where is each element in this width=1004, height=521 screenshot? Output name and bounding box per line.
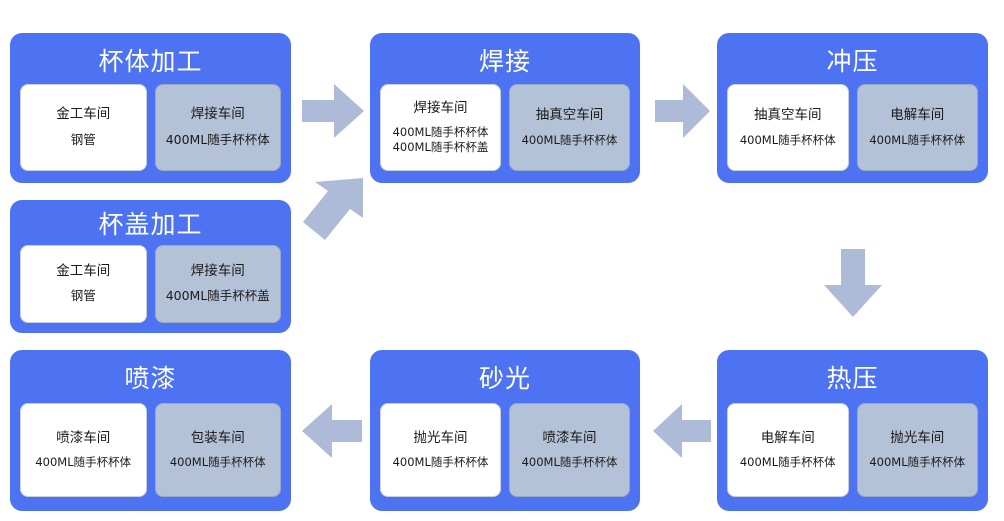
arrow-right-icon (302, 84, 364, 138)
process-node-cup-body-processing[interactable]: 杯体加工 金工车间 钢管 焊接车间 400ML随手杯杯体 (10, 33, 291, 183)
workshop-card[interactable]: 抽真空车间 400ML随手杯杯体 (727, 84, 849, 171)
process-node-welding[interactable]: 焊接 焊接车间 400ML随手杯杯体 400ML随手杯杯盖 抽真空车间 400M… (370, 33, 640, 183)
product-line: 400ML随手杯杯体 (521, 132, 618, 147)
node-card-list: 喷漆车间 400ML随手杯杯体 包装车间 400ML随手杯杯体 (10, 403, 291, 511)
node-card-list: 金工车间 钢管 焊接车间 400ML随手杯杯盖 (10, 245, 291, 333)
workshop-card[interactable]: 喷漆车间 400ML随手杯杯体 (20, 403, 147, 497)
arrow-left-icon (302, 404, 362, 458)
workshop-card[interactable]: 抛光车间 400ML随手杯杯体 (856, 403, 978, 497)
arrow-left-icon (653, 404, 711, 458)
workshop-card[interactable]: 焊接车间 400ML随手杯杯体 400ML随手杯杯盖 (380, 84, 501, 171)
workshop-card[interactable]: 金工车间 钢管 (20, 84, 147, 171)
product-name: 400ML随手杯杯体 (740, 455, 836, 469)
process-node-cup-lid-processing[interactable]: 杯盖加工 金工车间 钢管 焊接车间 400ML随手杯杯盖 (10, 200, 291, 333)
product-name: 400ML随手杯杯体 (393, 455, 489, 469)
product-line: 钢管 (70, 288, 96, 304)
workshop-name: 焊接车间 (190, 106, 245, 123)
workshop-name: 焊接车间 (190, 262, 245, 279)
product-line: 400ML随手杯杯体 (739, 132, 836, 147)
product-name: 钢管 (71, 132, 96, 148)
process-node-spray-painting[interactable]: 喷漆 喷漆车间 400ML随手杯杯体 包装车间 400ML随手杯杯体 (10, 350, 291, 511)
node-title: 冲压 (826, 47, 879, 76)
node-title: 热压 (826, 364, 879, 393)
product-name: 400ML随手杯杯体 (522, 133, 618, 147)
node-card-list: 金工车间 钢管 焊接车间 400ML随手杯杯体 (10, 84, 291, 183)
workshop-card[interactable]: 包装车间 400ML随手杯杯体 (154, 403, 281, 497)
node-card-list: 抽真空车间 400ML随手杯杯体 电解车间 400ML随手杯杯体 (717, 84, 988, 183)
product-line: 400ML随手杯杯体 (392, 455, 489, 470)
product-name: 400ML随手杯杯盖 (166, 288, 270, 304)
product-line: 400ML随手杯杯盖 (165, 288, 270, 304)
product-line: 400ML随手杯杯体 (521, 455, 618, 470)
product-line: 400ML随手杯杯体 (869, 132, 966, 147)
product-name: 400ML随手杯杯体 (740, 133, 836, 147)
product-line: 400ML随手杯杯体 (869, 455, 966, 470)
workshop-name: 焊接车间 (413, 99, 468, 116)
workshop-name: 包装车间 (190, 429, 245, 446)
product-line: 400ML随手杯杯体 (739, 455, 836, 470)
node-title: 杯体加工 (98, 47, 203, 76)
node-title: 喷漆 (124, 364, 177, 393)
workshop-name: 抽真空车间 (535, 107, 604, 124)
workshop-card[interactable]: 抛光车间 400ML随手杯杯体 (380, 403, 501, 497)
product-name: 400ML随手杯杯体 (869, 455, 965, 469)
workshop-card[interactable]: 喷漆车间 400ML随手杯杯体 (509, 403, 630, 497)
workshop-name: 抽真空车间 (754, 107, 822, 124)
process-node-hot-pressing[interactable]: 热压 电解车间 400ML随手杯杯体 抛光车间 400ML随手杯杯体 (717, 350, 988, 511)
workshop-name: 电解车间 (760, 429, 815, 446)
product-line: 400ML随手杯杯体 (165, 131, 270, 147)
node-title: 焊接 (478, 47, 531, 76)
node-title: 杯盖加工 (98, 210, 203, 239)
node-card-list: 电解车间 400ML随手杯杯体 抛光车间 400ML随手杯杯体 (717, 403, 988, 511)
node-card-list: 抛光车间 400ML随手杯杯体 喷漆车间 400ML随手杯杯体 (370, 403, 640, 511)
product-name: 钢管 (71, 288, 96, 304)
node-title: 砂光 (478, 364, 531, 393)
workshop-name: 金工车间 (56, 106, 111, 123)
product-line: 400ML随手杯杯体 (35, 455, 132, 470)
product-line: 400ML随手杯杯体 (169, 455, 266, 470)
product-name: 400ML随手杯杯体 (166, 132, 270, 148)
product-line: 400ML随手杯杯盖 (392, 139, 489, 154)
workshop-card[interactable]: 抽真空车间 400ML随手杯杯体 (509, 84, 630, 171)
workshop-card[interactable]: 焊接车间 400ML随手杯杯盖 (154, 245, 281, 323)
process-node-stamping[interactable]: 冲压 抽真空车间 400ML随手杯杯体 电解车间 400ML随手杯杯体 (717, 33, 988, 183)
workshop-name: 喷漆车间 (56, 429, 111, 446)
workshop-name: 抛光车间 (413, 429, 468, 446)
arrow-up-right-icon (297, 172, 369, 244)
product-line: 钢管 (70, 131, 96, 147)
node-card-list: 焊接车间 400ML随手杯杯体 400ML随手杯杯盖 抽真空车间 400ML随手… (370, 84, 640, 183)
workshop-name: 电解车间 (890, 107, 945, 124)
workshop-name: 金工车间 (56, 262, 111, 279)
process-node-sanding[interactable]: 砂光 抛光车间 400ML随手杯杯体 喷漆车间 400ML随手杯杯体 (370, 350, 640, 511)
product-name: 400ML随手杯杯体 (170, 455, 266, 469)
workshop-card[interactable]: 电解车间 400ML随手杯杯体 (856, 84, 978, 171)
workshop-card[interactable]: 焊接车间 400ML随手杯杯体 (154, 84, 281, 171)
arrow-down-icon (824, 249, 882, 317)
product-name: 400ML随手杯杯体 (522, 455, 618, 469)
product-name: 400ML随手杯杯体 (35, 455, 131, 469)
workshop-name: 喷漆车间 (542, 429, 597, 446)
workshop-card[interactable]: 金工车间 钢管 (20, 245, 147, 323)
workshop-name: 抛光车间 (890, 429, 945, 446)
product-line: 400ML随手杯杯体 (392, 125, 489, 140)
product-name: 400ML随手杯杯体 (869, 133, 965, 147)
workshop-card[interactable]: 电解车间 400ML随手杯杯体 (727, 403, 849, 497)
product-name: 400ML随手杯杯体 400ML随手杯杯盖 (393, 125, 489, 154)
arrow-right-icon (655, 84, 710, 138)
